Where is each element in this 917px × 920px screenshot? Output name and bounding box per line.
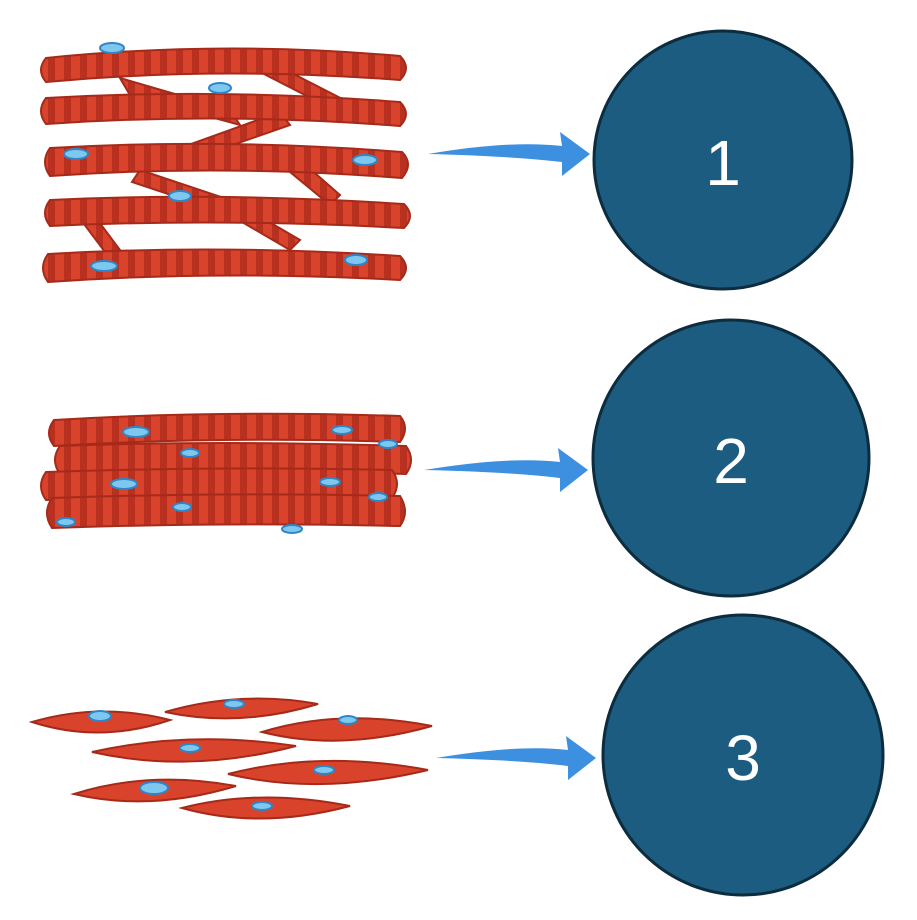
cardiac-muscle-icon xyxy=(40,42,411,284)
label-number-1: 1 xyxy=(705,127,741,199)
label-circle-2 xyxy=(591,318,871,598)
arrow-right-icon xyxy=(428,132,590,176)
smooth-muscle-icon xyxy=(28,697,433,820)
skeletal-muscle-icon xyxy=(40,412,412,534)
label-circle-3 xyxy=(601,613,885,897)
label-number-3: 3 xyxy=(725,722,761,794)
label-circle-1 xyxy=(592,29,854,291)
label-number-2: 2 xyxy=(713,425,749,497)
arrow-right-icon xyxy=(436,736,596,780)
arrow-right-icon xyxy=(424,448,588,492)
